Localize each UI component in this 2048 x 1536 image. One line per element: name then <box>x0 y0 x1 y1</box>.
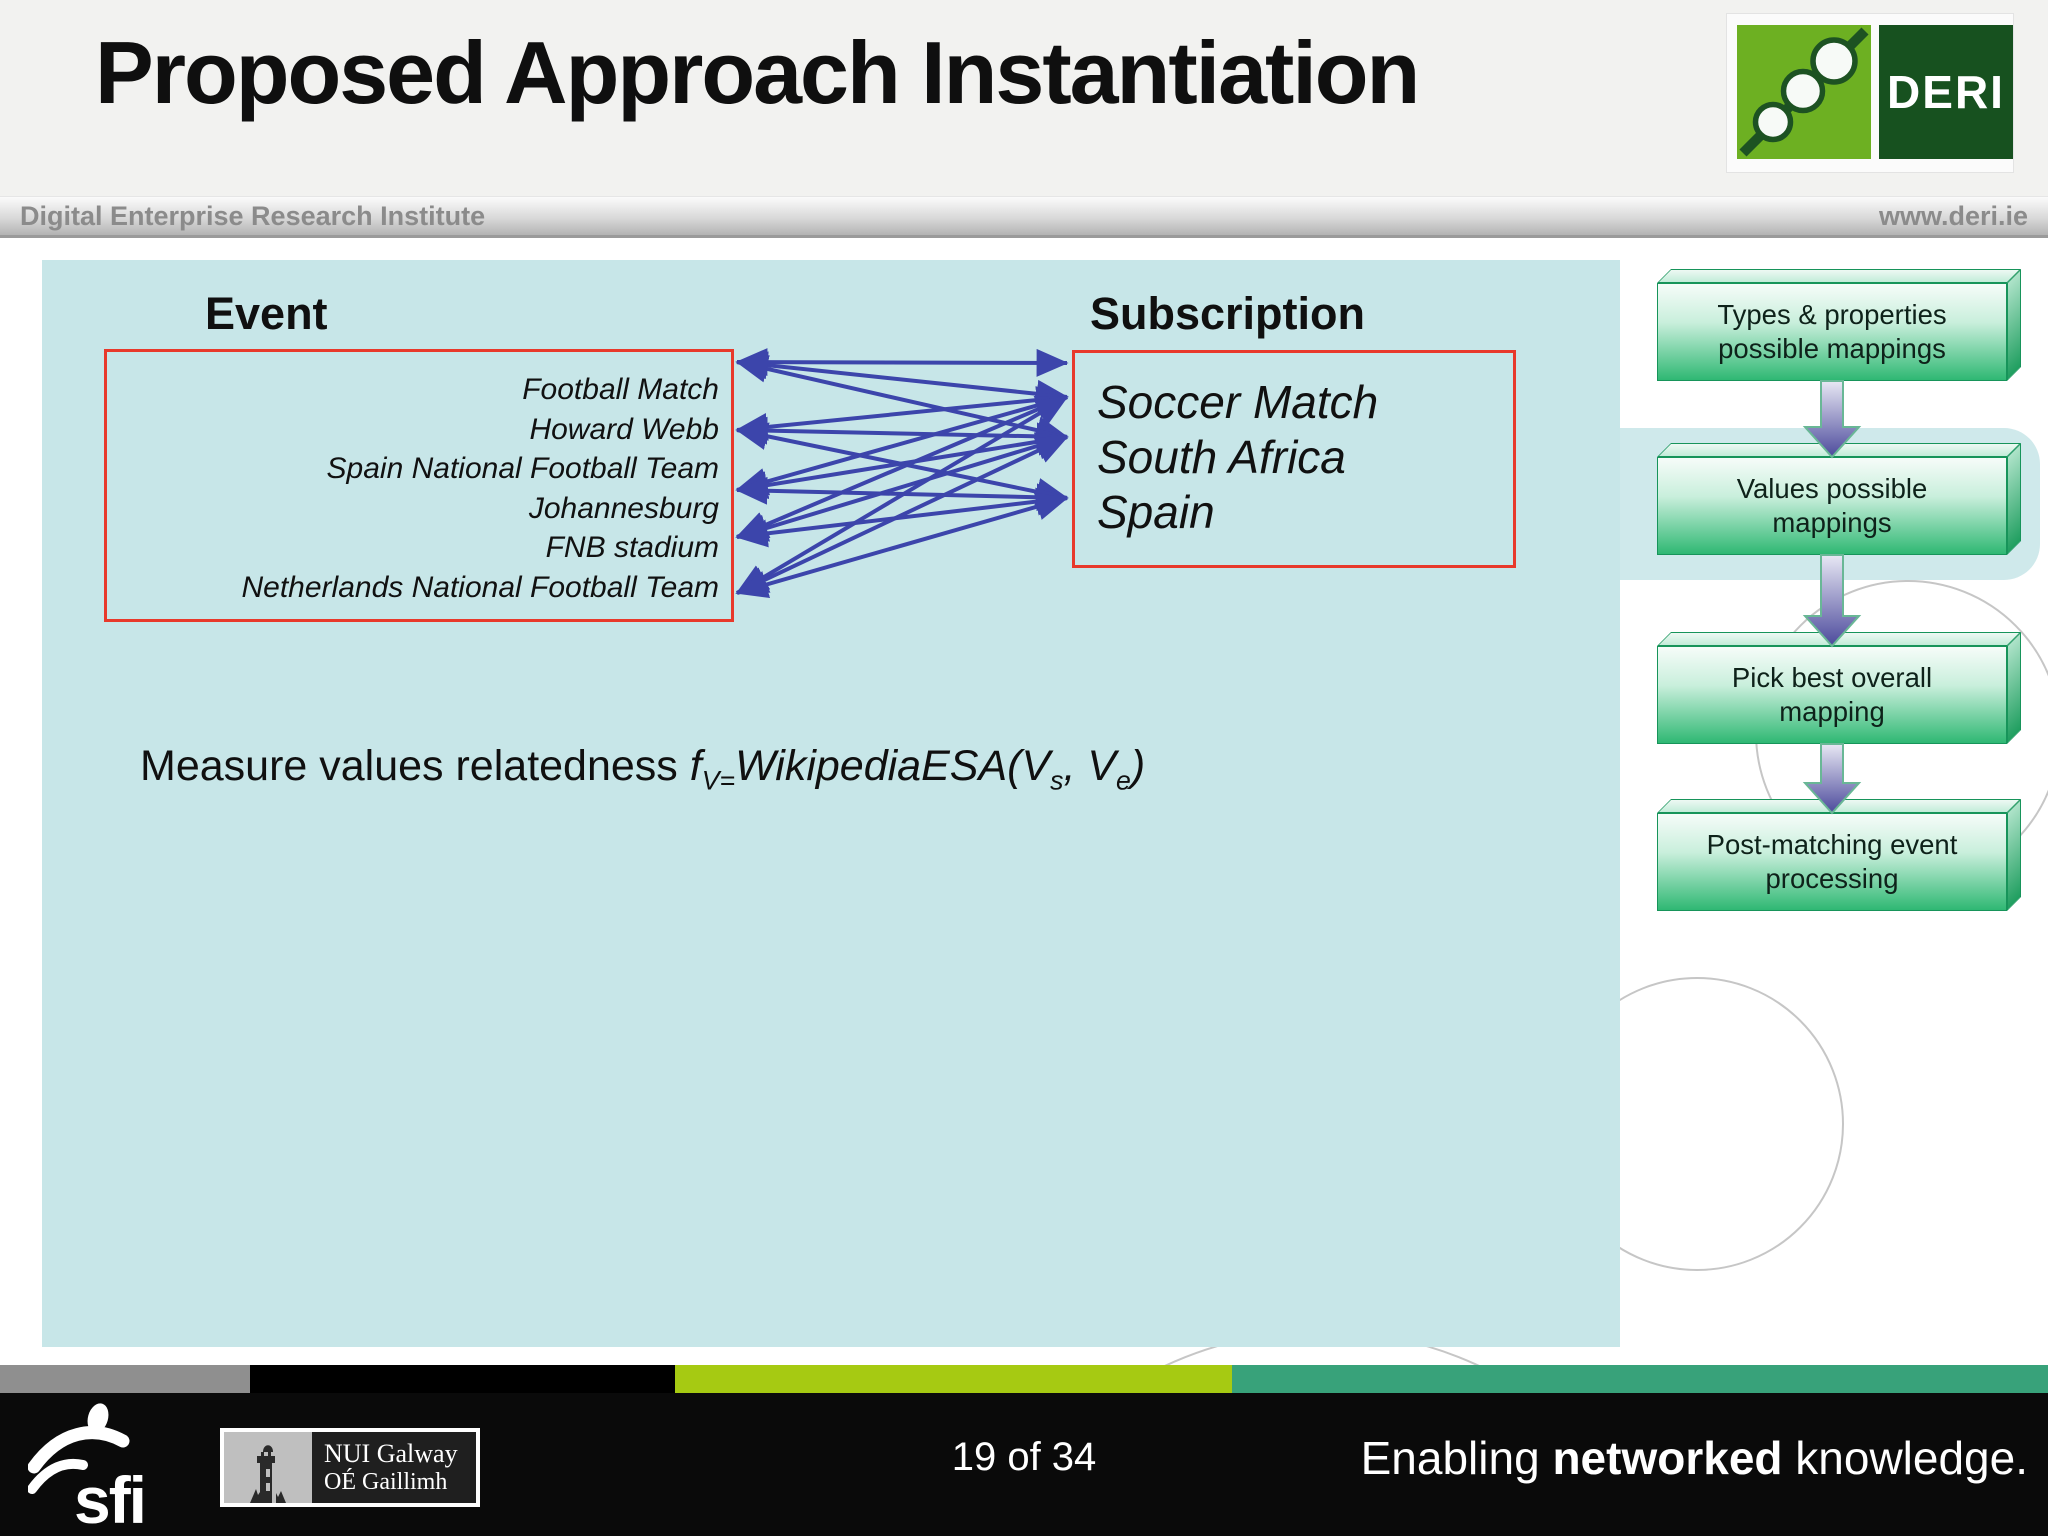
box-top-face <box>1657 632 2021 646</box>
slide-header: Proposed Approach Instantiation DERI <box>0 0 2048 196</box>
tower-icon <box>224 1432 312 1503</box>
flow-step-label: mappings <box>1772 507 1892 538</box>
formula-mid: , V <box>1063 742 1117 790</box>
flow-step-values-mappings: Values possible mappings <box>1657 443 2021 555</box>
tagline-pre: Enabling <box>1360 1432 1553 1484</box>
event-item: Netherlands National Football Team <box>241 570 720 604</box>
flow-step-pick-best: Pick best overall mapping <box>1657 632 2021 744</box>
formula-sub-e: e <box>1116 765 1131 796</box>
box-side-face <box>2007 799 2021 911</box>
flow-step-label: mapping <box>1779 696 1885 727</box>
institute-name: Digital Enterprise Research Institute <box>20 200 486 231</box>
measure-relatedness-text: Measure values relatedness fV=WikipediaE… <box>140 742 1145 797</box>
flow-step-label: processing <box>1765 863 1899 894</box>
event-item: Johannesburg <box>528 491 719 525</box>
event-heading: Event <box>205 288 328 339</box>
subscription-item: Soccer Match <box>1097 376 1379 428</box>
box-top-face <box>1657 443 2021 457</box>
box-side-face <box>2007 443 2021 555</box>
flow-step-label: Post-matching event <box>1706 829 1958 860</box>
footer-stripe <box>0 1365 2048 1393</box>
formula-f-subscript: V= <box>701 765 736 796</box>
sfi-logo: sfi <box>27 1401 196 1536</box>
subscription-heading: Subscription <box>1090 288 1366 339</box>
deri-logo-dots-icon <box>1737 25 1871 159</box>
deri-logo: DERI <box>1727 14 2013 172</box>
website-link[interactable]: www.deri.ie <box>1878 200 2028 231</box>
sfi-logo-text: sfi <box>74 1463 145 1531</box>
box-top-face <box>1657 269 2021 283</box>
flow-step-label: Types & properties <box>1717 299 1947 330</box>
tagline-bold: networked <box>1552 1432 1783 1484</box>
subscription-item: Spain <box>1097 486 1215 538</box>
tagline: Enabling networked knowledge. <box>1361 1431 2028 1485</box>
nui-name-en: NUI Galway <box>324 1439 458 1468</box>
deri-logo-mark: DERI <box>1879 25 2013 159</box>
formula-f: f <box>689 742 702 790</box>
flow-step-post-matching: Post-matching event processing <box>1657 799 2021 911</box>
footer-body: sfi NUI Galway OÉ Gaillimh <box>0 1393 2048 1536</box>
event-item: FNB stadium <box>545 531 719 564</box>
nui-galway-logo: NUI Galway OÉ Gaillimh <box>220 1428 480 1507</box>
page-number: 19 of 34 <box>951 1435 1097 1479</box>
subscription-box: Soccer Match South Africa Spain <box>1072 350 1516 568</box>
box-top-face <box>1657 799 2021 813</box>
box-side-face <box>2007 632 2021 744</box>
stripe-segment-teal <box>1232 1365 2048 1393</box>
flow-step-types-properties: Types & properties possible mappings <box>1657 269 2021 381</box>
subscription-item: South Africa <box>1097 431 1346 483</box>
formula-sub-s: s <box>1050 765 1064 796</box>
event-item: Spain National Football Team <box>326 452 719 485</box>
institute-bar: Digital Enterprise Research Institute ww… <box>0 196 2048 238</box>
event-item: Football Match <box>522 373 719 406</box>
formula-function: WikipediaESA(V <box>735 742 1051 790</box>
stripe-segment-gray <box>0 1365 250 1393</box>
stripe-segment-lime <box>675 1365 1232 1393</box>
nui-name-ga: OÉ Gaillimh <box>324 1469 448 1495</box>
formula-close: ) <box>1130 742 1146 790</box>
page-title: Proposed Approach Instantiation <box>95 23 1420 122</box>
flow-step-label: Values possible <box>1736 473 1928 504</box>
measure-prefix: Measure values relatedness <box>140 742 690 790</box>
tagline-post: knowledge. <box>1782 1432 2028 1484</box>
flow-step-label: possible mappings <box>1718 333 1946 364</box>
slide-footer: sfi NUI Galway OÉ Gaillimh <box>0 1365 2048 1536</box>
event-item: Howard Webb <box>529 412 719 446</box>
flow-step-label: Pick best overall <box>1731 662 1933 693</box>
event-box: Football Match Howard Webb Spain Nationa… <box>104 349 734 622</box>
deri-logo-text: DERI <box>1887 66 2005 118</box>
box-side-face <box>2007 269 2021 381</box>
